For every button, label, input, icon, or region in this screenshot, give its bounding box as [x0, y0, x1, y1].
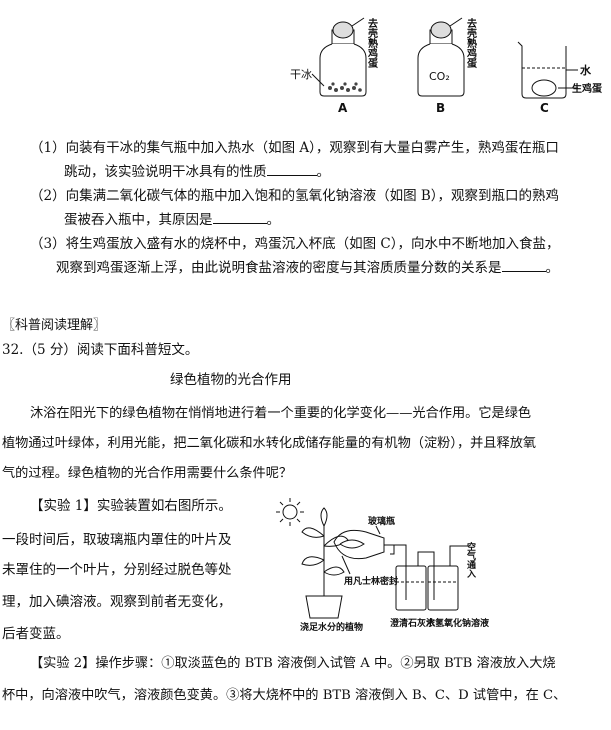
bottle-b: [417, 17, 465, 97]
exp1-line5: 后者变蓝。: [2, 626, 70, 642]
label-limewater: 澄清石灰水: [390, 617, 436, 629]
bottle-b-egg: 去壳熟鸡蛋: [465, 17, 478, 69]
exp1-line4: 理，加入碘溶液。观察到前者无变化，: [2, 594, 232, 610]
para1-line1: 沐浴在阳光下的绿色植物在悄悄地进行着一个重要的化学变化——光合作用。它是绿色: [30, 406, 532, 421]
q32-intro: 32.（5 分）阅读下面科普短文。: [2, 342, 199, 358]
label-naoh: 浓氢氧化钠溶液: [426, 617, 490, 629]
bottle-a-label: 干冰: [290, 68, 312, 81]
exp1-line1: 【实验 1】实验装置如右图所示。: [30, 498, 232, 514]
q31-part2-line1: （2）向集满二氧化碳气体的瓶中加入饱和的氢氧化钠溶液（如图 B），观察到瓶口的熟…: [30, 188, 560, 204]
bottle-a-name: A: [338, 101, 348, 115]
label-vaseline: 用凡士林密封: [343, 575, 398, 587]
beaker-c-water: 水: [580, 63, 592, 77]
beaker-c: [517, 41, 578, 99]
para1-line2: 植物通过叶绿体，利用光能，把二氧化碳和水转化成储存能量的有机物（淀粉），并且释放…: [2, 436, 537, 451]
exp1-line2: 一段时间后，取玻璃瓶内罩住的叶片及: [2, 532, 232, 548]
naoh-bottle: [427, 565, 459, 611]
exp2-line1: 【实验 2】操作步骤：①取淡蓝色的 BTB 溶液倒入试管 A 中。②另取 BTB…: [30, 656, 556, 671]
label-air-in: 空气通入: [465, 541, 477, 579]
limewater-bottle: [395, 565, 427, 611]
q31-part3-line2: 观察到鸡蛋逐渐上浮，由此说明食盐溶液的密度与其溶质质量分数的关系是。: [56, 259, 559, 276]
figure-abc: 干冰 A 去壳熟鸡蛋 CO₂ B 去壳熟鸡蛋 水 生鸡蛋 C: [290, 17, 602, 115]
label-plant: 浇足水分的植物: [300, 621, 363, 633]
q31-part3-line1: （3）将生鸡蛋放入盛有水的烧杯中，鸡蛋沉入杯底（如图 C），向水中不断地加入食盐…: [30, 236, 560, 252]
plant-icon: [301, 507, 349, 619]
answer-blank-2[interactable]: [212, 211, 267, 224]
bottle-a-egg: 去壳熟鸡蛋: [366, 17, 379, 69]
q31-part2-line2: 蛋被吞入瓶中，其原因是。: [64, 211, 280, 228]
exp2-line2: 杯中，向溶液中吹气，溶液颜色变黄。③将大烧杯中的 BTB 溶液倒入 B、C、D …: [2, 688, 567, 703]
figure-exp1-apparatus: 玻璃瓶 空气通入 用凡士林密封 浇足水分的植物 澄清石灰水 浓氢氧化钠溶液: [276, 498, 490, 633]
exp1-line3: 未罩住的一个叶片，分别经过脱色等处: [2, 562, 232, 578]
answer-blank-3[interactable]: [501, 259, 546, 272]
article-title: 绿色植物的光合作用: [170, 372, 292, 388]
section-header: 〖科普阅读理解〗: [2, 318, 107, 333]
q31-part1-line2: 跳动，该实验说明干冰具有的性质。: [64, 163, 330, 180]
bottle-a: [311, 17, 367, 97]
beaker-c-name: C: [540, 101, 549, 115]
answer-blank-1[interactable]: [266, 163, 317, 176]
bottle-b-name: B: [436, 101, 445, 115]
glass-bottle: [333, 529, 394, 560]
beaker-c-egg: 生鸡蛋: [572, 82, 602, 95]
sun-icon: [276, 498, 304, 526]
label-glass-bottle: 玻璃瓶: [368, 515, 395, 527]
q31-part1-line1: （1）向装有干冰的集气瓶中加入热水（如图 A），观察到有大量白雾产生，熟鸡蛋在瓶…: [30, 140, 559, 156]
bottle-b-label: CO₂: [429, 70, 450, 83]
para1-line3: 气的过程。绿色植物的光合作用需要什么条件呢？: [2, 466, 293, 481]
